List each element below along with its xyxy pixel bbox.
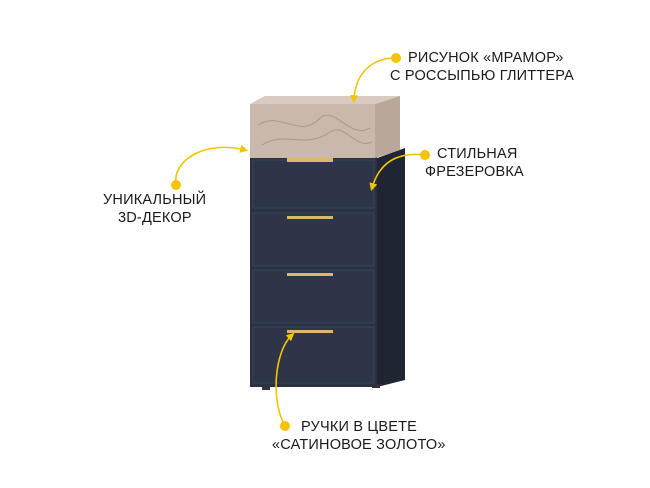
- callout-dots: [171, 53, 430, 431]
- drawer-fronts: [252, 159, 375, 384]
- callout-handles-line1: РУЧКИ В ЦВЕТЕ: [301, 419, 418, 435]
- chest-body: [250, 148, 405, 390]
- callout-lines: [175, 57, 426, 427]
- callout-dot: [171, 180, 181, 190]
- marble-top-box: [250, 96, 400, 158]
- callout-milling-line2: ФРЕЗЕРОВКА: [425, 164, 524, 180]
- callout-marble-line1: РИСУНОК «МРАМОР»: [408, 50, 564, 66]
- callout-dot: [391, 53, 401, 63]
- callout-handles-line2: «САТИНОВОЕ ЗОЛОТО»: [272, 437, 446, 453]
- callout-dot: [420, 150, 430, 160]
- callout-decor-line2: 3D-ДЕКОР: [118, 210, 192, 226]
- callout-marble-line2: С РОССЫПЬЮ ГЛИТТЕРА: [390, 68, 575, 84]
- gold-handles: [287, 158, 333, 333]
- callout-dot: [280, 421, 290, 431]
- callout-decor-line1: УНИКАЛЬНЫЙ: [103, 192, 207, 208]
- callout-milling-line1: СТИЛЬНАЯ: [437, 146, 518, 162]
